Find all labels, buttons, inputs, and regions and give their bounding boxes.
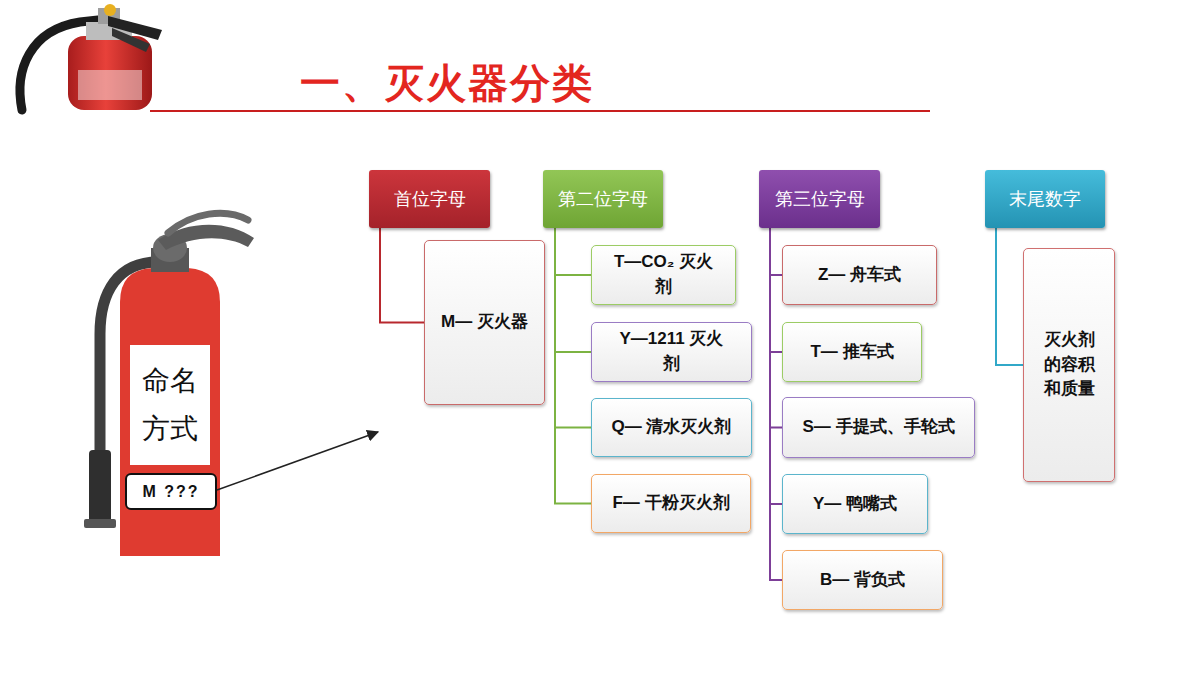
- tree-connector: [770, 228, 782, 352]
- code-box: F— 干粉灭火剂: [591, 474, 751, 533]
- header-text: 首位字母: [394, 187, 466, 211]
- box-text: M— 灭火器: [441, 310, 528, 335]
- tree-connector: [380, 228, 424, 323]
- extinguisher-drawing: [84, 213, 254, 556]
- tree-connector: [555, 228, 591, 504]
- code-box: Y—1211 灭火 剂: [591, 322, 752, 382]
- box-text: B— 背负式: [820, 568, 905, 593]
- code-box: S— 手提式、手轮式: [782, 397, 975, 458]
- code-box: T— 推车式: [782, 322, 922, 382]
- box-text: Q— 清水灭火剂: [612, 415, 732, 440]
- header-box: 第二位字母: [543, 170, 663, 228]
- code-box: B— 背负式: [782, 550, 943, 610]
- slide-title: 一、灭火器分类: [300, 56, 594, 111]
- label-plate: 命名 方式: [130, 345, 210, 465]
- header-text: 第二位字母: [558, 187, 648, 211]
- box-text: T— 推车式: [810, 340, 893, 365]
- header-box: 末尾数字: [985, 170, 1105, 228]
- extinguisher-photo: [20, 4, 162, 110]
- tree-connector: [555, 228, 591, 352]
- code-box: T—CO₂ 灭火 剂: [591, 245, 736, 305]
- header-box: 首位字母: [369, 170, 490, 228]
- box-text: S— 手提式、手轮式: [802, 415, 954, 440]
- box-text: T—CO₂ 灭火 剂: [608, 250, 720, 299]
- box-text: Y— 鸭嘴式: [813, 492, 897, 517]
- tree-connector: [555, 228, 591, 275]
- box-text: F— 干粉灭火剂: [612, 491, 729, 516]
- box-text: 灭火剂 的容积 和质量: [1038, 328, 1100, 402]
- header-text: 第三位字母: [775, 187, 865, 211]
- header-box: 第三位字母: [759, 170, 880, 228]
- box-text: M ???: [142, 483, 199, 501]
- tree-connector: [770, 228, 782, 504]
- title-rule: [150, 110, 930, 112]
- code-box: 灭火剂 的容积 和质量: [1023, 248, 1115, 482]
- tree-connector: [770, 228, 782, 580]
- leader-arrow: [217, 432, 378, 490]
- code-box: Y— 鸭嘴式: [782, 474, 928, 534]
- code-box: M— 灭火器: [424, 240, 545, 405]
- tree-connector: [555, 228, 591, 428]
- code-box: Q— 清水灭火剂: [591, 398, 752, 457]
- model-tag: M ???: [125, 473, 217, 510]
- tree-connector: [770, 228, 782, 428]
- box-text: Y—1211 灭火 剂: [614, 327, 730, 376]
- box-text: 命名 方式: [135, 357, 205, 452]
- code-box: Z— 舟车式: [782, 245, 937, 305]
- tree-connector: [996, 228, 1023, 365]
- tree-connector: [770, 228, 782, 275]
- box-text: Z— 舟车式: [818, 263, 901, 288]
- header-text: 末尾数字: [1009, 187, 1081, 211]
